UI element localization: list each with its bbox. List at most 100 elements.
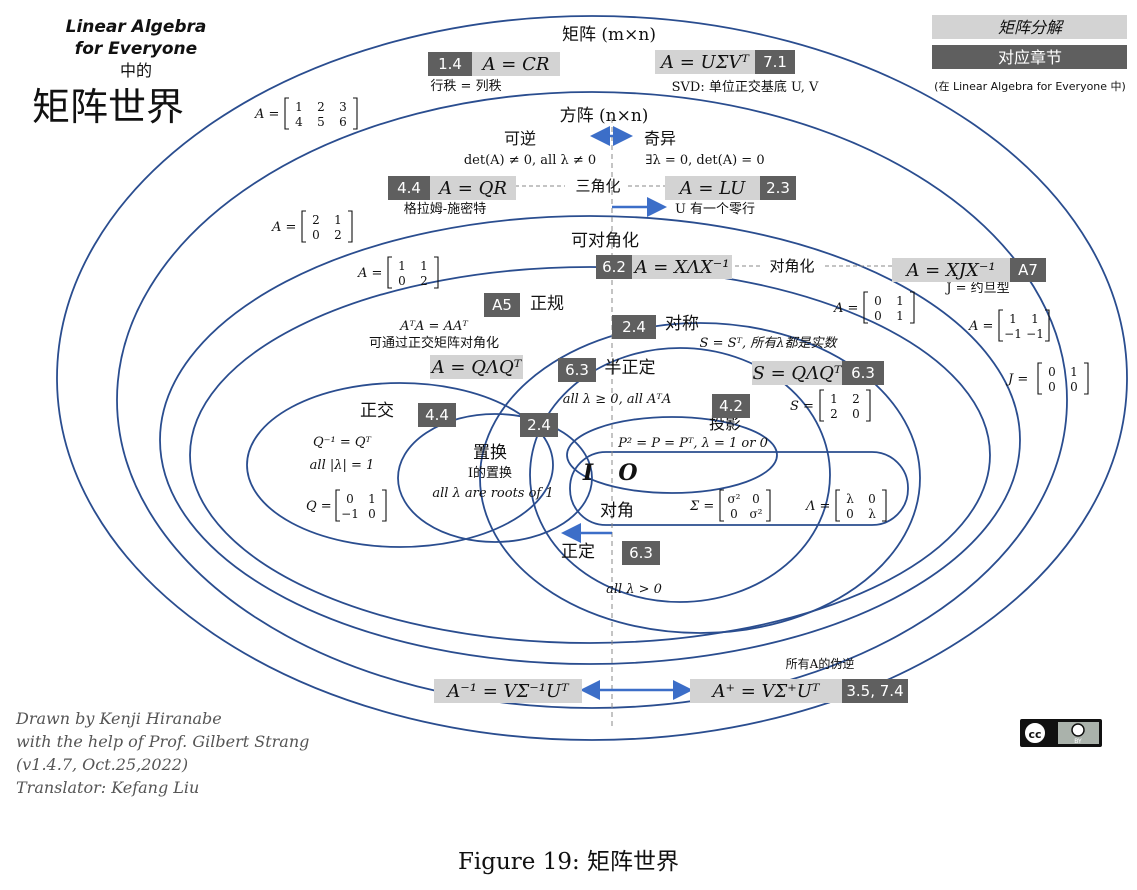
matrix-prefix: A = — [271, 220, 296, 235]
chapter-tag-permutation: 2.4 — [527, 416, 551, 434]
matrix-cell: 0 — [752, 492, 760, 506]
invertible-cond: det(A) ≠ 0, all λ ≠ 0 — [464, 153, 596, 168]
chapter-tag-box-projection — [712, 394, 750, 418]
projection-cond: P² = P = Pᵀ, λ = 1 or 0 — [617, 436, 768, 451]
legend-chapter-label: 对应章节 — [998, 48, 1062, 67]
chapter-tag-box-symmetric — [612, 315, 656, 339]
formula-box-qlq — [430, 355, 523, 379]
matrix-cell: −1 — [1026, 327, 1044, 341]
gram-schmidt-label: 格拉姆-施密特 — [404, 201, 486, 217]
chapter-tag-box-pinv — [842, 679, 908, 703]
matrix-cell: 0 — [1048, 380, 1056, 394]
chapter-tag-box-xlx — [596, 255, 632, 279]
legend-note: (在 Linear Algebra for Everyone 中) — [934, 80, 1126, 93]
formula-box-svd — [655, 50, 755, 74]
diagonalize-label: 对角化 — [769, 257, 814, 275]
matrix-bracket-right — [434, 256, 439, 289]
matrix-cell: 0 — [398, 274, 406, 288]
title-line2: for Everyone — [75, 39, 197, 59]
ellipse-normal — [189, 266, 991, 644]
matrix-cell: 1 — [896, 294, 904, 308]
normal-label: 正规 — [530, 294, 564, 314]
ellipse-permutation — [397, 413, 593, 543]
formula-box-lu — [665, 176, 760, 200]
matrix-cell: σ² — [749, 507, 762, 521]
matrix-cell: −1 — [341, 507, 359, 521]
formula-lu: A = LU — [678, 178, 746, 199]
matrix-cell: 2 — [852, 392, 860, 406]
formula-cr: A = CR — [481, 54, 550, 75]
symmetric-cond: S = Sᵀ, 所有λ都是实数 — [700, 335, 839, 351]
formula-svd: A = UΣVᵀ — [659, 52, 750, 73]
cc-text: cc — [1028, 728, 1041, 741]
formula-qr: A = QR — [437, 178, 507, 199]
orthogonal-cond1: Q⁻¹ = Qᵀ — [313, 435, 372, 450]
legend-chapter-box — [932, 45, 1127, 69]
matrix-cell: λ — [868, 507, 876, 521]
matrix-cell: 0 — [874, 309, 882, 323]
matrix-cell: λ — [846, 492, 854, 506]
matrix-cell: 1 — [334, 213, 342, 227]
permutation-sub: I的置换 — [468, 465, 512, 481]
matrix-cell: 0 — [868, 492, 876, 506]
region-mxn: 矩阵 (m×n) — [562, 25, 656, 45]
singular-cond: ∃λ = 0, det(A) = 0 — [645, 153, 764, 168]
jordan-note: J = 约旦型 — [944, 281, 1009, 296]
credit-line-1: Drawn by Kenji Hiranabe — [15, 709, 222, 728]
matrix-bracket-left — [863, 291, 868, 324]
pseudo-note: 所有A的伪逆 — [786, 656, 855, 671]
chapter-tag-lu: 2.3 — [766, 179, 790, 197]
legend-decomp-label: 矩阵分解 — [998, 18, 1065, 37]
matrix-bracket-right — [1084, 362, 1089, 395]
orthogonal-label: 正交 — [360, 401, 394, 421]
matrix-cell: 1 — [368, 492, 376, 506]
matrix-bracket-left — [387, 256, 392, 289]
symmetric-label: 对称 — [665, 314, 699, 334]
matrix-cell: 0 — [368, 507, 376, 521]
identity-label: I — [582, 460, 594, 486]
chapter-tag-xjx: A7 — [1018, 261, 1038, 279]
invertible-label: 可逆 — [504, 129, 536, 148]
singular-label: 奇异 — [644, 129, 676, 148]
chapter-tag-box-xjx — [1010, 258, 1046, 282]
matrix-cell: σ² — [727, 492, 740, 506]
orthogonal-cond2: all |λ| = 1 — [310, 458, 375, 473]
chapter-tag-box-lu — [760, 176, 796, 200]
formula-box-sqlq — [752, 361, 842, 385]
ellipse-semidefinite — [529, 347, 831, 603]
chapter-tag-box-orthogonal — [418, 403, 456, 427]
cc-license-badge: cc BY — [1020, 719, 1102, 747]
matrix-cell: 0 — [852, 407, 860, 421]
normal-cond: AᵀA = AAᵀ — [399, 319, 468, 334]
matrix-bracket-left — [1037, 362, 1042, 395]
permutation-label: 置换 — [473, 443, 507, 463]
normal-desc: 可通过正交矩阵对角化 — [369, 335, 499, 351]
chapter-tag-normal: A5 — [492, 296, 512, 314]
matrix-cell: 0 — [846, 507, 854, 521]
diagonal-label: 对角 — [600, 501, 634, 521]
matrix-bracket-left — [335, 489, 340, 522]
formula-box-pinv — [690, 679, 842, 703]
cc-by-text: BY — [1074, 738, 1082, 745]
title-main: 矩阵世界 — [32, 85, 184, 129]
matrix-bracket-right — [766, 489, 771, 522]
region-nxn: 方阵 (n×n) — [560, 106, 649, 126]
chapter-tag-svd: 7.1 — [763, 53, 787, 71]
matrix-prefix: S = — [790, 399, 814, 414]
chapter-tag-qr: 4.4 — [397, 179, 421, 197]
matrix-cell: 0 — [730, 507, 738, 521]
matrix-cell: 2 — [312, 213, 320, 227]
posdef-label: 正定 — [561, 542, 595, 562]
matrix-prefix: A = — [833, 301, 858, 316]
chapter-tag-box-sqlq — [842, 361, 884, 385]
matrix-bracket-right — [348, 210, 353, 243]
formula-box-xlx — [632, 255, 732, 279]
chapter-tag-xlx: 6.2 — [602, 258, 626, 276]
matrix-bracket-right — [382, 489, 387, 522]
title-line3: 中的 — [120, 61, 152, 80]
